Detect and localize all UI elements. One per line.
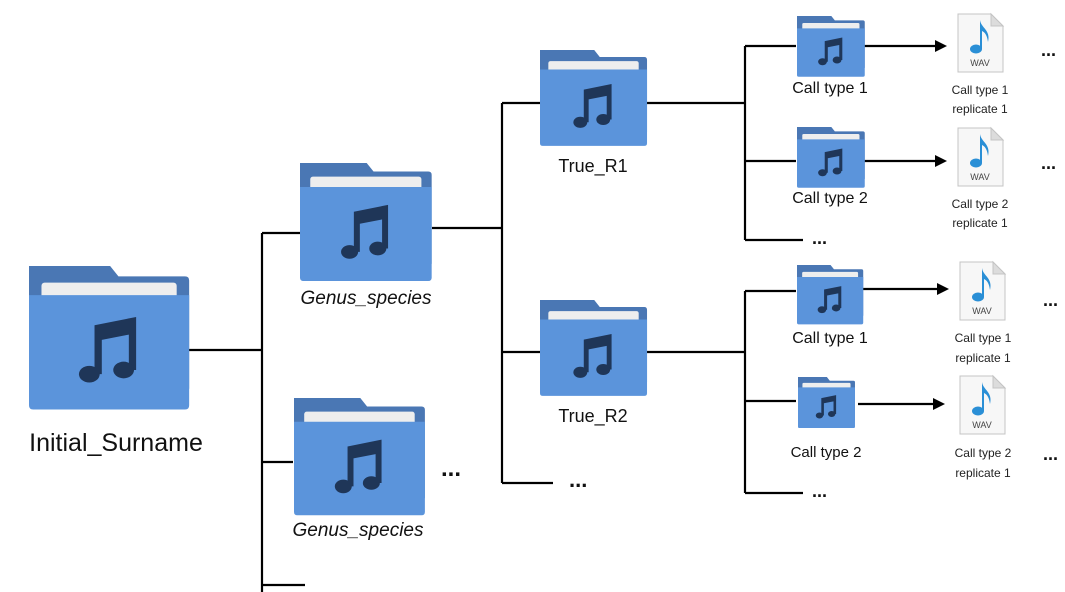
wav-file-r1-2: WAV Call type 2 replicate 1 ... — [952, 127, 1056, 230]
species-label: Genus_species — [293, 520, 424, 541]
music-folder-icon — [797, 16, 865, 77]
call-folder-r2-2: Call type 2 — [791, 377, 862, 461]
wav-file-icon: WAV — [957, 127, 1004, 187]
species-folder-2: Genus_species ... — [293, 398, 461, 541]
calls-more-ellipsis: ... — [812, 481, 827, 501]
wav-label-line1: Call type 1 — [955, 331, 1012, 345]
wav-file-icon: WAV — [957, 13, 1004, 73]
connector-lines — [189, 44, 937, 592]
species-label: Genus_species — [301, 288, 432, 309]
recorder-folder-2: True_R2 — [540, 300, 648, 427]
species-folder-1: Genus_species — [300, 163, 432, 309]
call-folder-r1-1: Call type 1 — [792, 16, 868, 97]
music-folder-icon — [300, 163, 432, 281]
wav-label-line2: replicate 1 — [952, 216, 1008, 230]
arrowheads — [933, 40, 949, 410]
wav-type-label: WAV — [970, 172, 990, 182]
music-folder-icon — [797, 127, 865, 188]
root-label: Initial_Surname — [29, 429, 203, 457]
music-folder-icon — [540, 50, 648, 146]
root-folder: Initial_Surname — [29, 266, 203, 457]
recorders-more-ellipsis: ... — [569, 467, 587, 492]
wav-file-icon: WAV — [959, 375, 1006, 435]
wav-more-ellipsis: ... — [1041, 40, 1056, 60]
call-folder-r1-2: Call type 2 — [792, 127, 868, 207]
wav-more-ellipsis: ... — [1043, 290, 1058, 310]
call-type-label: Call type 2 — [791, 444, 862, 461]
call-folder-r2-1: Call type 1 — [792, 265, 868, 347]
wav-more-ellipsis: ... — [1041, 153, 1056, 173]
music-folder-icon — [540, 300, 648, 396]
music-folder-icon — [294, 398, 425, 516]
calls-more-ellipsis: ... — [812, 228, 827, 248]
species-more-ellipsis: ... — [330, 577, 350, 592]
species-ellipsis: ... — [441, 455, 461, 482]
wav-file-icon: WAV — [959, 261, 1006, 321]
wav-label-line1: Call type 2 — [952, 197, 1009, 211]
wav-more-ellipsis: ... — [1043, 444, 1058, 464]
wav-type-label: WAV — [970, 58, 990, 68]
music-folder-icon — [797, 265, 864, 325]
wav-label-line2: replicate 1 — [955, 466, 1011, 480]
call-type-label: Call type 1 — [792, 80, 868, 97]
music-folder-icon — [29, 266, 190, 410]
wav-file-r2-1: WAV Call type 1 replicate 1 ... — [955, 261, 1058, 365]
recorder-folder-1: True_R1 — [540, 50, 648, 177]
call-type-label: Call type 1 — [792, 330, 868, 347]
call-type-label: Call type 2 — [792, 190, 868, 207]
wav-label-line2: replicate 1 — [955, 351, 1011, 365]
wav-label-line2: replicate 1 — [952, 102, 1008, 116]
music-folder-icon — [798, 377, 855, 429]
wav-file-r1-1: WAV Call type 1 replicate 1 ... — [952, 13, 1056, 116]
wav-type-label: WAV — [972, 420, 992, 430]
wav-label-line1: Call type 1 — [952, 83, 1009, 97]
wav-file-r2-2: WAV Call type 2 replicate 1 ... — [955, 375, 1058, 480]
wav-label-line1: Call type 2 — [955, 446, 1012, 460]
wav-type-label: WAV — [972, 306, 992, 316]
recorder-label: True_R1 — [558, 156, 627, 177]
recorder-label: True_R2 — [558, 406, 627, 427]
